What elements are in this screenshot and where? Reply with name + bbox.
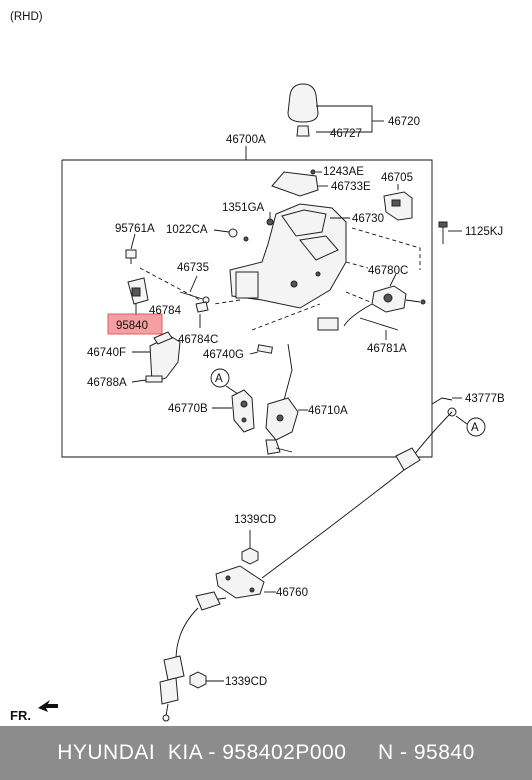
label-46740G: 46740G	[203, 349, 244, 361]
label-46784: 46784	[149, 305, 182, 317]
guide-46740F	[145, 331, 181, 383]
parts-diagram: (RHD) 46700A 46720 46727 1243AE 46733E 4…	[10, 11, 505, 723]
label-46784C: 46784C	[178, 334, 218, 346]
washer-1022CA	[243, 236, 249, 242]
variant-label: (RHD)	[10, 11, 43, 23]
nut-1339CD-lower	[189, 671, 207, 689]
label-1339CD-upper: 1339CD	[234, 514, 276, 526]
label-1339CD-lower: 1339CD	[225, 676, 267, 688]
nut-1339CD-upper	[241, 547, 259, 565]
cable-lever-46710A	[265, 343, 299, 455]
label-95761A: 95761A	[115, 223, 155, 235]
fastener-1351GA	[266, 218, 274, 226]
footer-bar: HYUNDAI KIA - 958402P000 N - 95840	[0, 726, 532, 780]
pin-46740G	[257, 344, 273, 354]
guide-line-2	[345, 261, 369, 269]
front-arrow-icon	[38, 700, 58, 712]
leader-ref-A2	[455, 415, 468, 425]
label-46730: 46730	[352, 213, 384, 225]
shift-knob	[287, 83, 319, 137]
leader-46788A	[131, 379, 147, 383]
bolt-1125KJ	[438, 221, 448, 244]
nut-1022CA	[228, 228, 238, 238]
footer-text: HYUNDAI KIA - 958402P000 N - 95840	[57, 741, 475, 764]
label-1243AE: 1243AE	[323, 166, 364, 178]
shifter-body	[229, 203, 347, 309]
ref-circle-A	[210, 368, 230, 388]
highlight-95840	[107, 313, 163, 335]
assembly-frame	[61, 159, 433, 458]
leader-ref-A	[225, 385, 239, 395]
label-43777B: 43777B	[465, 393, 505, 405]
label-46760: 46760	[276, 587, 308, 599]
guide-line-4	[251, 303, 321, 331]
leader-46780C	[389, 273, 397, 287]
leader-46720	[316, 105, 373, 133]
label-46780C: 46780C	[368, 265, 408, 277]
label-46740F: 46740F	[87, 347, 126, 359]
ref-label-A: A	[215, 373, 223, 385]
label-46727: 46727	[330, 128, 362, 140]
switch-95840	[127, 277, 149, 305]
label-1351GA: 1351GA	[222, 202, 265, 214]
leader-46735	[189, 275, 198, 293]
leader-1022CA	[213, 229, 230, 233]
label-1022CA: 1022CA	[166, 224, 208, 236]
solenoid-46780C	[317, 285, 426, 331]
indicator-cover	[271, 169, 319, 197]
front-label: FR.	[10, 708, 31, 723]
label-95840: 95840	[116, 320, 148, 332]
label-46788A: 46788A	[87, 377, 127, 389]
label-46735: 46735	[177, 262, 209, 274]
leader-46740G	[249, 351, 259, 355]
shift-cable-46760	[159, 411, 453, 722]
ref-label-A2: A	[471, 422, 479, 434]
label-46700A: 46700A	[226, 134, 266, 146]
label-46710A: 46710A	[308, 405, 348, 417]
ref-circle-A2	[466, 417, 486, 437]
label-46705: 46705	[381, 172, 413, 184]
label-46733E: 46733E	[331, 181, 371, 193]
pin-46735	[179, 291, 210, 313]
lever-46770B	[231, 389, 255, 433]
guide-line-1	[351, 227, 421, 270]
label-1125KJ: 1125KJ	[465, 226, 503, 238]
clip-95761A	[125, 249, 137, 264]
label-46770B: 46770B	[168, 403, 208, 415]
leader-95761A	[130, 233, 136, 250]
label-46720: 46720	[388, 116, 420, 128]
clip-43777B	[431, 397, 457, 417]
bracket-46705	[383, 191, 413, 221]
label-46781A: 46781A	[367, 343, 407, 355]
guide-line-5	[213, 299, 241, 305]
